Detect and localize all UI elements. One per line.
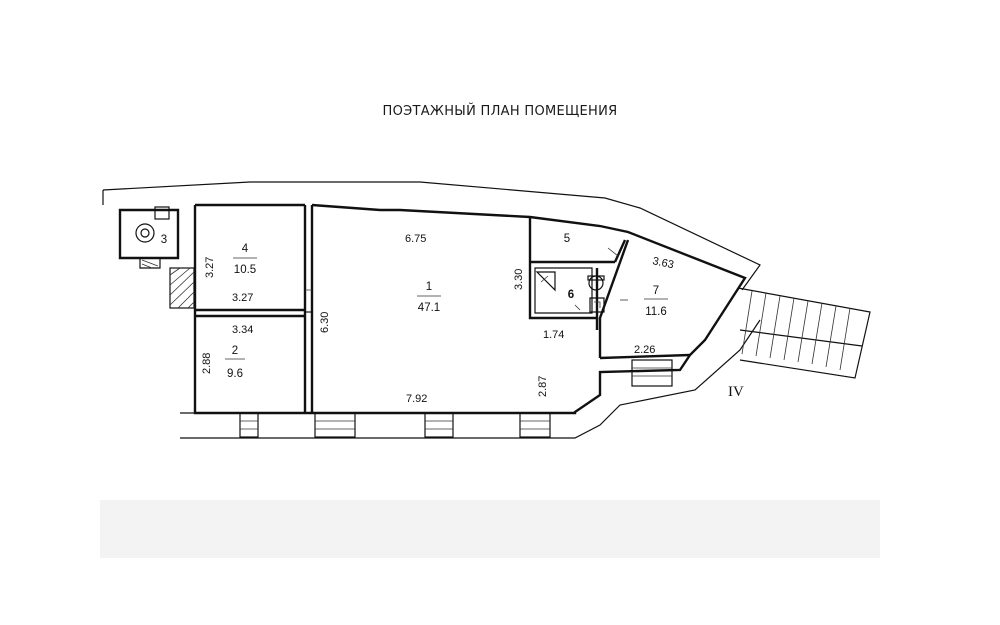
dim-room5-height: 3.30 <box>513 269 525 290</box>
svg-text:2: 2 <box>232 345 238 357</box>
hatched-column <box>169 267 195 309</box>
outer-wall-line <box>102 181 761 291</box>
svg-text:7: 7 <box>653 285 659 297</box>
dim-room2-width: 3.34 <box>232 324 253 336</box>
dim-room1-top: 6.75 <box>405 233 426 245</box>
entry-steps <box>631 359 673 387</box>
dim-room1-bottom: 7.92 <box>406 393 427 405</box>
room-7-label: 7 11.6 <box>644 285 668 318</box>
dim-room7-top: 3.63 <box>651 255 674 271</box>
dim-room6-width: 1.74 <box>543 329 564 341</box>
svg-text:10.5: 10.5 <box>234 264 256 276</box>
room-2-label: 2 9.6 <box>225 345 245 380</box>
svg-text:9.6: 9.6 <box>227 368 243 380</box>
room-6-label: 6 <box>568 289 574 301</box>
bathroom-fixtures <box>535 271 605 313</box>
svg-text:11.6: 11.6 <box>645 306 667 318</box>
room-1-label: 1 47.1 <box>417 281 441 314</box>
plan-title: ПОЭТАЖНЫЙ ПЛАН ПОМЕЩЕНИЯ <box>382 104 618 119</box>
svg-text:47.1: 47.1 <box>418 302 440 314</box>
dim-room1-right: 2.87 <box>537 376 549 397</box>
dim-room7-bottom: 2.26 <box>634 344 655 356</box>
bottom-windows <box>239 412 551 438</box>
dim-room2-height: 2.88 <box>201 353 213 374</box>
svg-text:4: 4 <box>242 243 249 255</box>
interior-walls <box>195 205 691 413</box>
exterior-lower-line <box>180 319 761 439</box>
svg-text:1: 1 <box>426 281 432 293</box>
section-mark: IV <box>728 384 744 400</box>
dim-room1-side: 6.30 <box>319 312 331 333</box>
external-stair <box>737 287 871 379</box>
dim-room4-width: 3.27 <box>232 292 253 304</box>
room-4-label: 4 10.5 <box>233 243 257 276</box>
room-3-area <box>118 206 180 269</box>
scan-artifact <box>100 500 880 558</box>
door-marks <box>305 247 628 311</box>
room-5-label: 5 <box>564 233 570 245</box>
dim-room4-height: 3.27 <box>204 257 216 278</box>
room-3-label: 3 <box>161 234 167 246</box>
